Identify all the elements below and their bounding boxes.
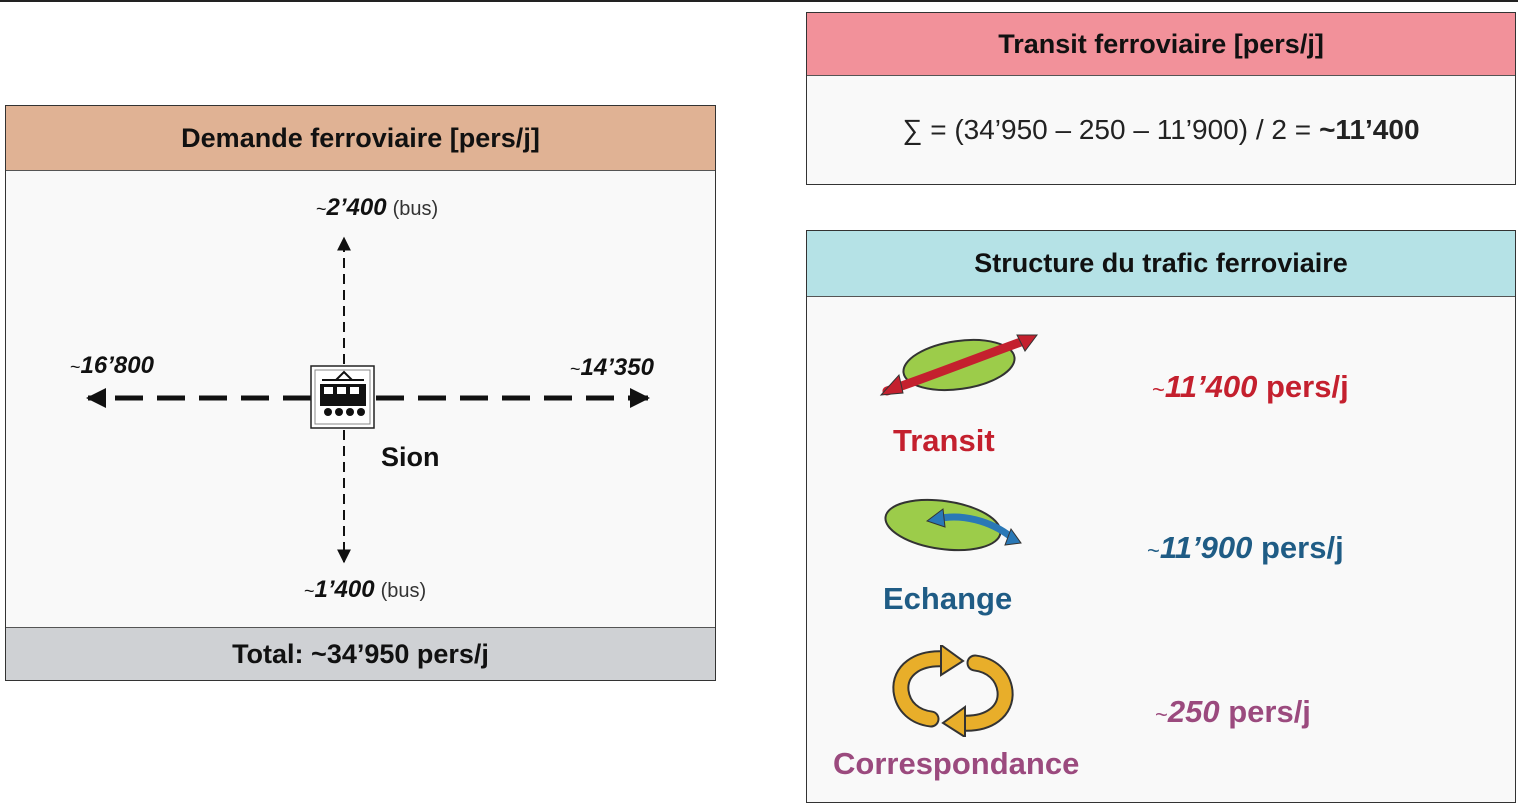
structure-panel-title: Structure du trafic ferroviaire	[807, 231, 1515, 297]
north-flow-label: ~2’400(bus)	[316, 194, 439, 221]
category-value-transit: ~11’400 pers/j	[1152, 369, 1349, 404]
category-label-transit: Transit	[893, 423, 995, 458]
south-flow-label: ~1’400(bus)	[304, 576, 427, 603]
exchange-arrow-icon	[884, 498, 1022, 552]
train-station-icon	[310, 365, 375, 429]
transit-panel-title: Transit ferroviaire [pers/j]	[807, 13, 1515, 76]
transit-arrow-icon	[879, 334, 1038, 396]
transit-panel: Transit ferroviaire [pers/j] ∑ = (34’950…	[806, 12, 1516, 185]
formula-expression: ∑ = (34’950 – 250 – 11’900) / 2 =	[902, 113, 1312, 145]
formula-result: ~11’400	[1319, 113, 1420, 145]
demand-panel-title: Demande ferroviaire [pers/j]	[6, 106, 715, 171]
category-value-correspondance: ~250 pers/j	[1155, 694, 1311, 729]
top-divider-line	[0, 0, 1518, 2]
category-value-echange: ~11’900 pers/j	[1147, 530, 1344, 565]
flow-diagram	[86, 236, 650, 564]
structure-panel: Structure du trafic ferroviaire Transit …	[806, 230, 1516, 803]
transit-formula: ∑ = (34’950 – 250 – 11’900) / 2 = ~11’40…	[807, 75, 1515, 184]
east-flow-label: ~14’350	[570, 354, 654, 381]
station-label: Sion	[381, 442, 440, 472]
demand-total: Total: ~34’950 pers/j	[6, 627, 715, 680]
correspondence-cycle-icon	[892, 645, 1014, 737]
demand-panel: Demande ferroviaire [pers/j]	[5, 105, 716, 681]
west-flow-label: ~16’800	[70, 352, 154, 379]
category-label-echange: Echange	[883, 581, 1013, 616]
category-label-correspondance: Correspondance	[833, 746, 1080, 781]
